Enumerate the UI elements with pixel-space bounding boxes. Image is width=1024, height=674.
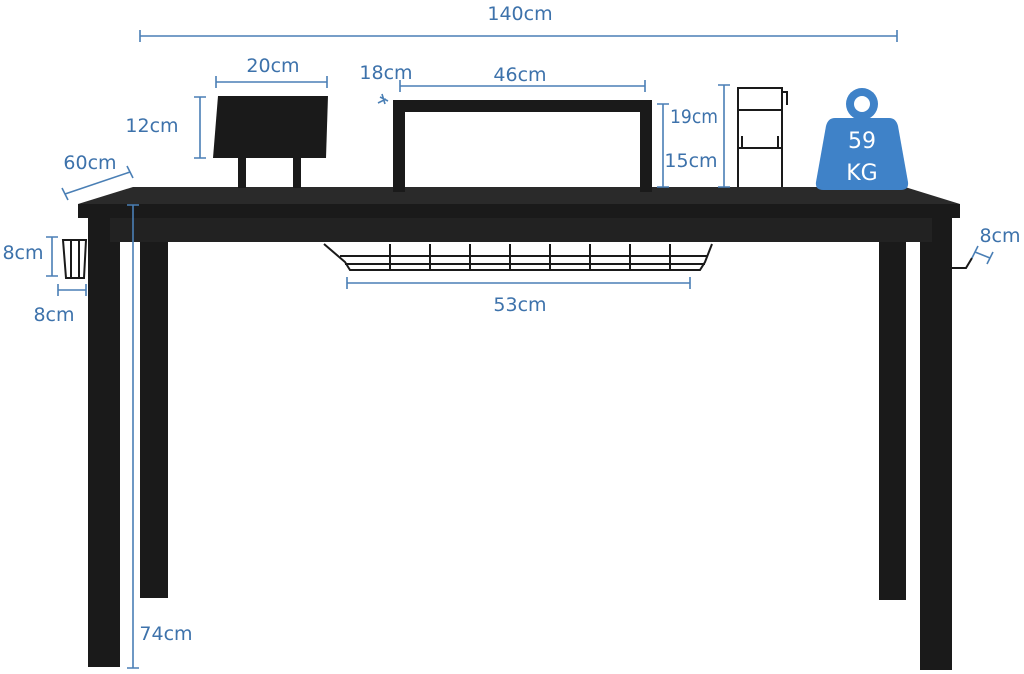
label-desk-height: 74cm: [139, 623, 192, 645]
label-book-stand-height: 12cm: [125, 115, 178, 137]
label-hook-size: 8cm: [979, 225, 1020, 247]
weight-capacity-badge: 59 KG: [815, 88, 909, 190]
label-headphone-holder-height: 19cm: [670, 106, 718, 128]
monitor-stand: [393, 100, 652, 192]
label-monitor-stand-width: 46cm: [493, 64, 546, 86]
leg-back-left: [140, 238, 168, 598]
desktop-surface: [78, 187, 960, 204]
label-book-stand-width: 20cm: [246, 55, 299, 77]
label-monitor-stand-height: 15cm: [664, 150, 717, 172]
leg-front-left: [88, 215, 120, 667]
book-stand: [213, 96, 328, 188]
weight-unit: KG: [846, 161, 877, 186]
leg-front-right: [920, 215, 952, 670]
desktop-edge: [78, 204, 960, 218]
leg-back-right: [879, 238, 906, 600]
cup-holder: [61, 239, 88, 279]
label-desk-width: 140cm: [487, 3, 552, 25]
label-cup-holder-width: 8cm: [33, 304, 74, 326]
label-desk-depth: 60cm: [63, 152, 116, 174]
desk: [78, 187, 960, 670]
cable-basket: [323, 243, 713, 271]
label-basket-width: 53cm: [493, 294, 546, 316]
dimension-lines: [46, 30, 994, 669]
label-monitor-stand-depth: 18cm: [359, 62, 412, 84]
label-cup-holder-height: 8cm: [2, 242, 43, 264]
headphone-holder: [737, 87, 788, 187]
desk-apron: [110, 216, 932, 242]
headphone-hook: [952, 257, 973, 269]
weight-value: 59: [848, 129, 876, 154]
